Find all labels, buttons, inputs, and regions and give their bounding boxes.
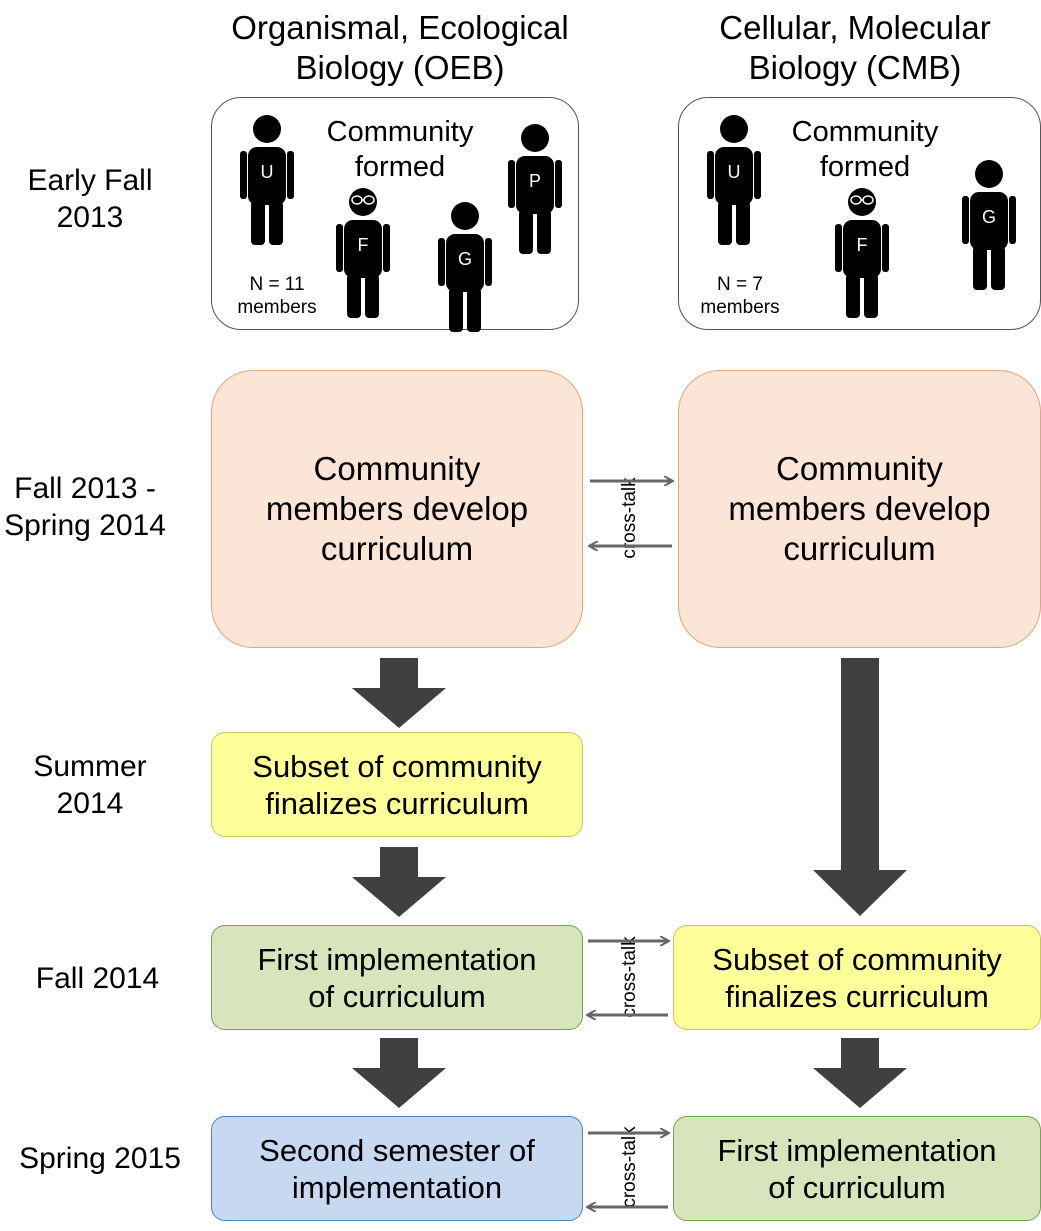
row-label-summer-2014: Summer 2014 [0,748,180,822]
text-line: First implementation [717,1132,997,1168]
crosstalk-arrows-row2 [588,941,668,1015]
person-icon: F [336,188,390,318]
text-line: Community [776,450,943,487]
text-line: finalizes curriculum [265,785,529,821]
oeb-community-formed-text: Community formed [305,115,495,185]
person-icon: G [438,202,492,332]
text-line: Community [313,450,481,487]
oeb-first-implementation-box: First implementation of curriculum [211,925,583,1030]
text-line: formed [819,151,911,183]
box-text: Community members develop curriculum [266,449,528,569]
person-icon: U [240,115,294,245]
text-line: of curriculum [768,1169,946,1205]
person-icon: F [835,188,889,318]
row-label-line: Fall 2014 [35,962,160,995]
text-line: curriculum [783,530,936,567]
text-line: finalizes curriculum [725,978,989,1014]
text-line: curriculum [320,530,474,567]
text-line: members [237,297,317,318]
box-text: First implementation of curriculum [257,941,536,1015]
column-header-oeb: Organismal, Ecological Biology (OEB) [200,8,600,88]
text-line: members develop [728,490,991,527]
column-header-cmb: Cellular, Molecular Biology (CMB) [665,8,1041,88]
down-arrow-oeb-3 [352,1038,446,1108]
person-icon: U [707,115,761,245]
person-letter: F [358,235,369,255]
text-line: formed [354,151,446,183]
row-label-line: Early Fall [27,164,153,197]
text-line: First implementation [257,941,537,977]
column-header-line: Biology (OEB) [295,49,505,86]
text-line: N = 7 [717,274,763,295]
text-line: implementation [291,1169,503,1205]
down-arrow-cmb-long [813,658,907,916]
person-letter: P [529,171,541,191]
row-label-line: Spring 2015 [19,1142,181,1175]
row-label-line: 2014 [56,787,124,820]
text-line: members [700,297,780,318]
text-line: N = 11 [249,274,305,295]
cmb-finalize-curriculum-box: Subset of community finalizes curriculum [673,925,1041,1030]
cmb-community-formed-text: Community formed [770,115,960,185]
person-icon: G [962,160,1016,290]
person-letter: F [857,235,868,255]
down-arrow-cmb-2 [813,1038,907,1108]
crosstalk-arrows-row1 [590,481,672,546]
row-label-fall-2013-spring-2014: Fall 2013 - Spring 2014 [0,470,180,544]
box-text: Second semester of implementation [259,1132,535,1206]
column-header-line: Biology (CMB) [748,49,962,86]
row-label-spring-2015: Spring 2015 [0,1140,200,1177]
box-text: Subset of community finalizes curriculum [252,748,541,822]
box-text: Community members develop curriculum [728,449,990,569]
oeb-second-semester-box: Second semester of implementation [211,1116,583,1221]
column-header-line: Cellular, Molecular [719,9,991,46]
person-letter: G [982,207,996,227]
row-label-line: 2013 [56,201,124,234]
person-icon: P [508,124,562,254]
text-line: Community [791,116,939,148]
row-label-fall-2014: Fall 2014 [0,960,195,997]
person-letter: U [728,162,741,182]
oeb-finalize-curriculum-box: Subset of community finalizes curriculum [211,732,583,837]
crosstalk-arrows-row3 [588,1133,668,1207]
text-line: of curriculum [308,978,486,1014]
row-label-line: Spring 2014 [4,509,166,542]
text-line: Second semester of [259,1132,535,1168]
box-text: First implementation of curriculum [717,1132,996,1206]
row-label-line: Summer [33,750,147,783]
column-header-line: Organismal, Ecological [231,9,569,46]
cmb-member-count: N = 7 members [690,273,790,319]
cmb-first-implementation-box: First implementation of curriculum [673,1116,1041,1221]
oeb-develop-curriculum-box: Community members develop curriculum [211,370,583,648]
row-label-line: Fall 2013 - [14,472,156,505]
row-label-early-fall-2013: Early Fall 2013 [0,162,180,236]
text-line: Community [326,116,474,148]
cmb-develop-curriculum-box: Community members develop curriculum [678,370,1041,648]
down-arrow-oeb-2 [352,847,446,917]
text-line: Subset of community [252,748,542,784]
text-line: Subset of community [712,941,1002,977]
down-arrow-oeb-1 [352,658,446,728]
text-line: members develop [265,490,529,527]
person-letter: U [261,162,274,182]
oeb-member-count: N = 11 members [222,273,332,319]
box-text: Subset of community finalizes curriculum [712,941,1001,1015]
person-letter: G [458,249,472,269]
people-figures: U F G P U F G [240,115,1016,332]
